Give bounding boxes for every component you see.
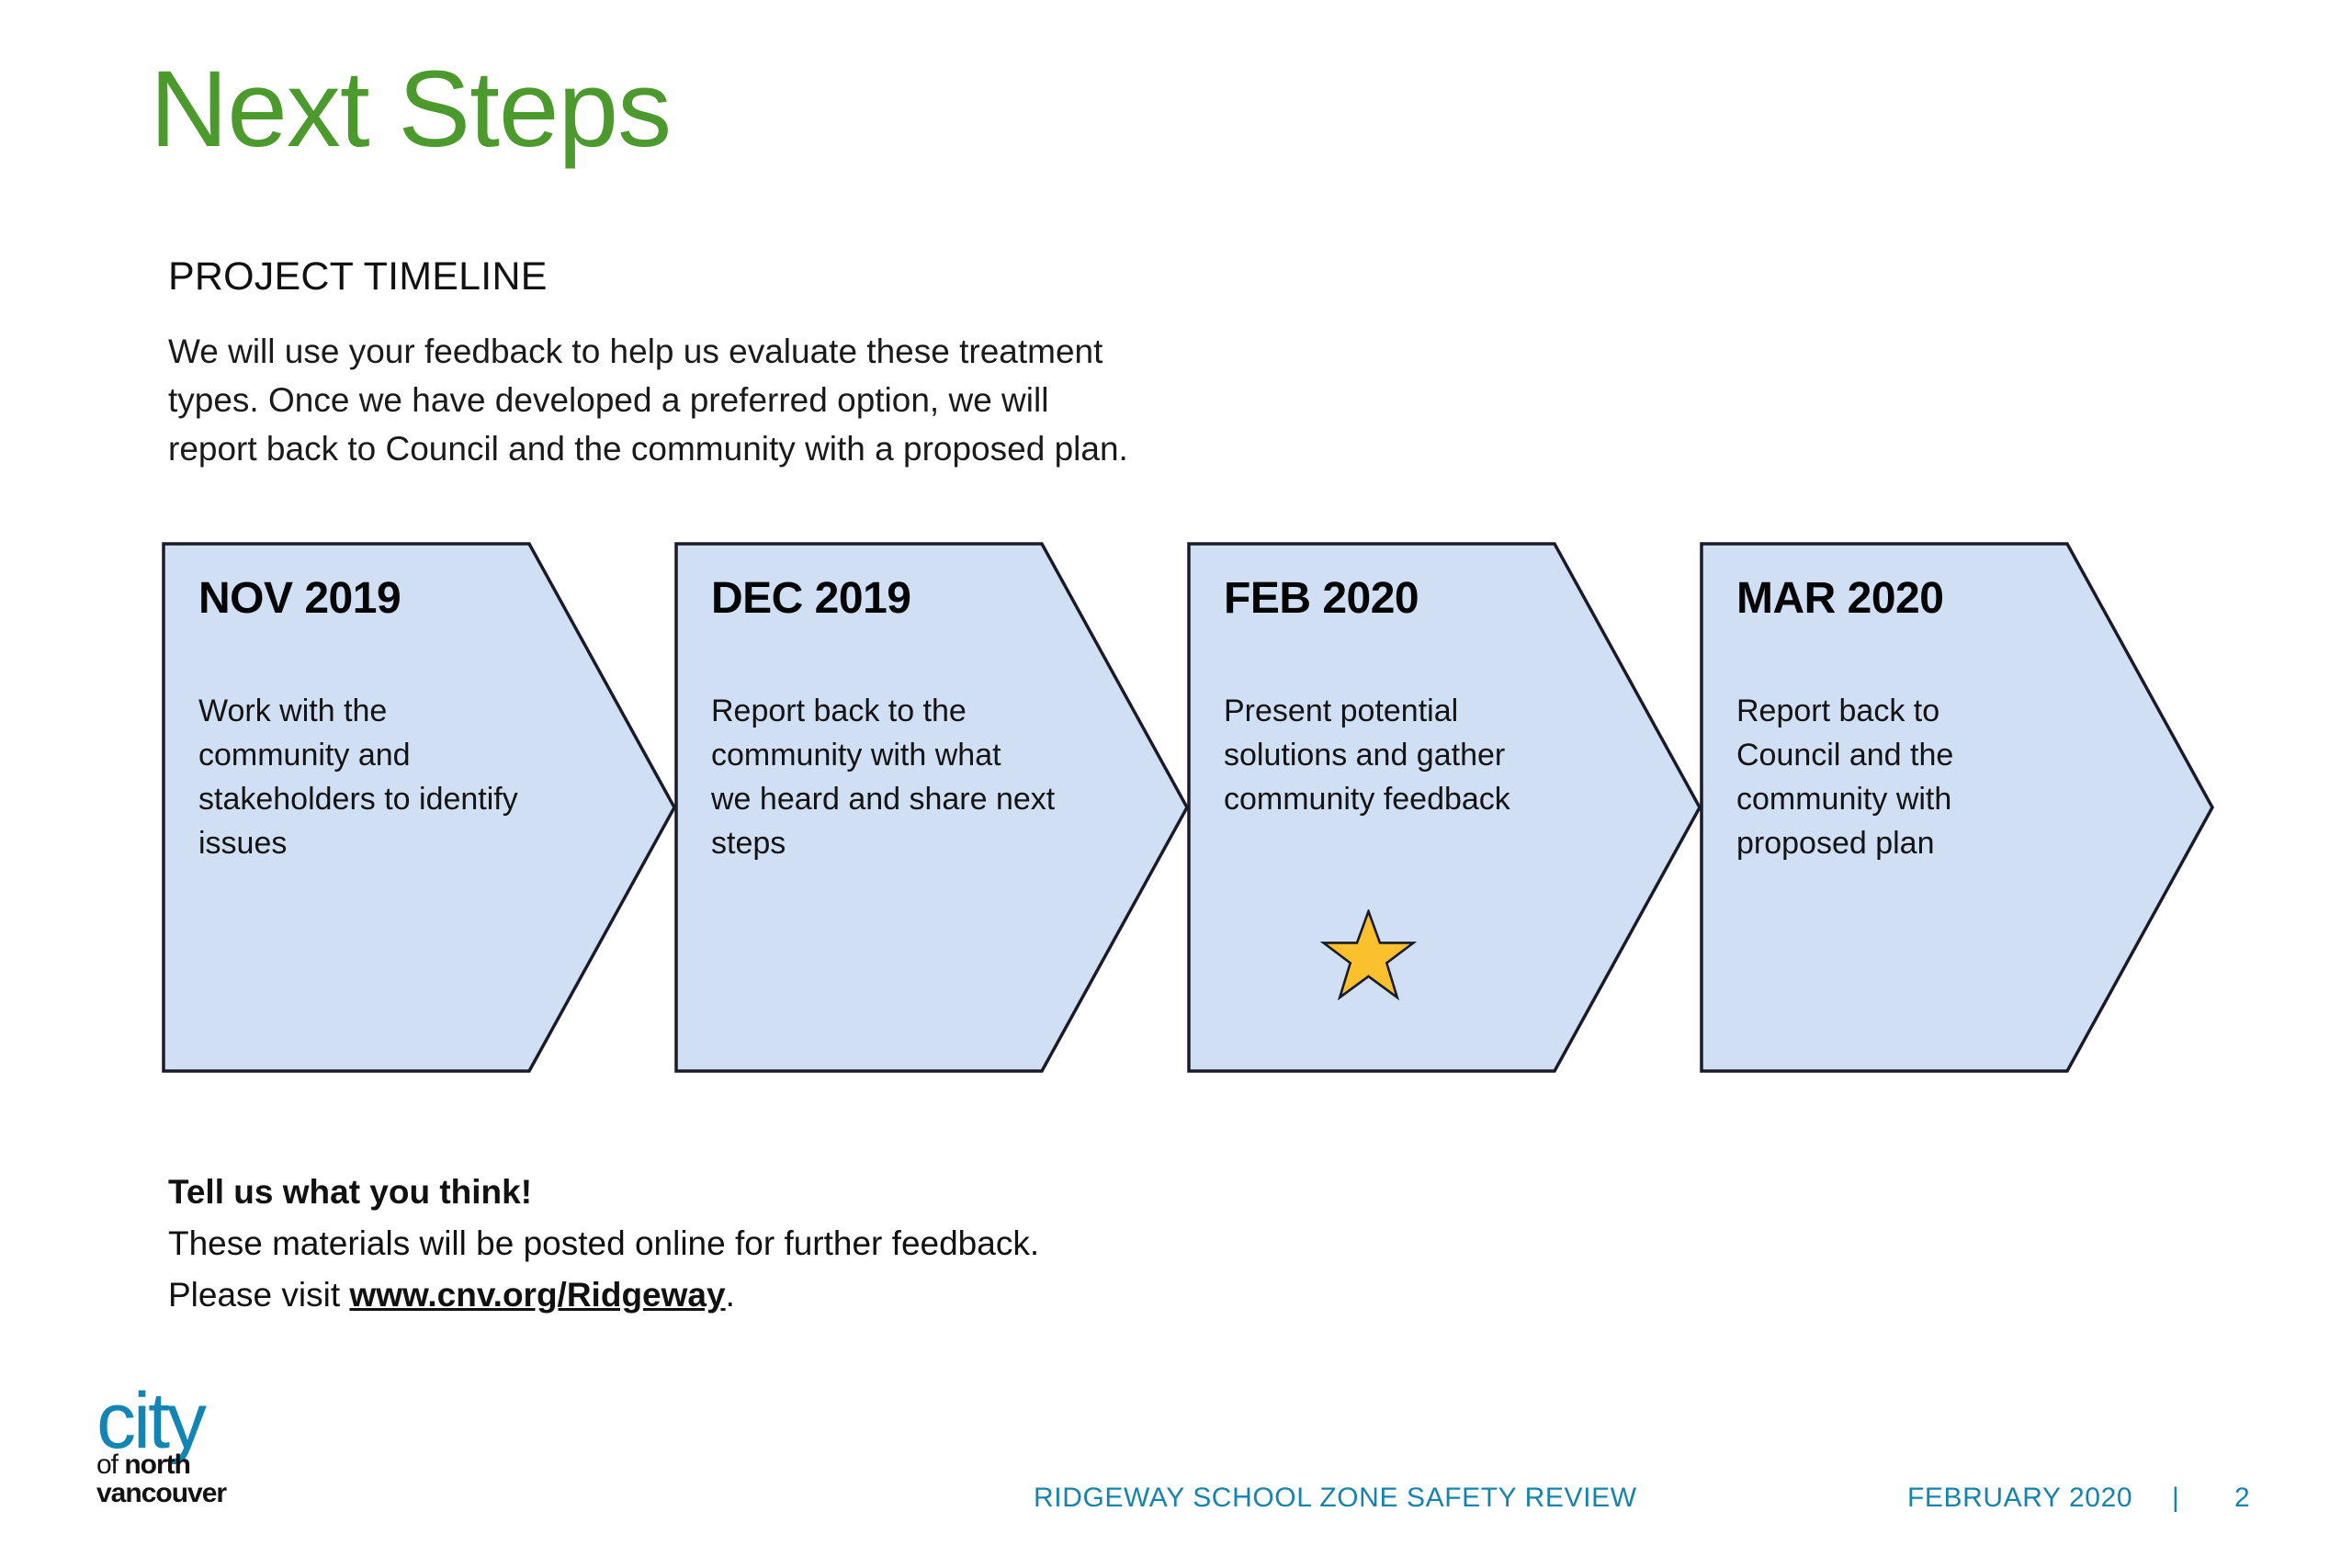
desc-line: community with bbox=[1736, 782, 1952, 817]
footer-page-number: 2 bbox=[2234, 1483, 2251, 1513]
cta-line-3-suffix: . bbox=[725, 1276, 735, 1314]
chevron-shape bbox=[1187, 542, 1702, 1073]
city-of-north-vancouver-logo: city of north vancouver bbox=[87, 1382, 276, 1513]
timeline-step-date: FEB 2020 bbox=[1224, 574, 1419, 623]
chevron-shape bbox=[162, 542, 676, 1073]
ridgeway-website-link[interactable]: www.cnv.org/Ridgeway bbox=[349, 1276, 726, 1314]
intro-line-3: report back to Council and the community… bbox=[168, 430, 1128, 468]
desc-line: Report back to the bbox=[711, 694, 967, 728]
logo-vancouver-text: vancouver bbox=[96, 1478, 227, 1508]
desc-line: stakeholders to identify bbox=[198, 782, 518, 817]
timeline-step-date: DEC 2019 bbox=[711, 574, 911, 623]
timeline-step-description: Work with the community and stakeholders… bbox=[198, 689, 676, 865]
page-title: Next Steps bbox=[150, 49, 672, 170]
desc-line: Work with the bbox=[198, 694, 388, 728]
timeline-step-mar-2020: MAR 2020 Report back to Council and the … bbox=[1700, 542, 2214, 1073]
slide-footer: RIDGEWAY SCHOOL ZONE SAFETY REVIEW FEBRU… bbox=[0, 1483, 2352, 1525]
desc-line: Report back to bbox=[1736, 694, 1940, 728]
logo-of-text: of bbox=[96, 1450, 125, 1480]
timeline-step-date: NOV 2019 bbox=[198, 574, 401, 623]
logo-north-text: north bbox=[124, 1450, 191, 1480]
project-timeline: NOV 2019 Work with the community and sta… bbox=[162, 542, 2330, 1073]
desc-line: we heard and share next bbox=[711, 782, 1056, 817]
desc-line: Council and the bbox=[1736, 738, 1954, 773]
call-to-action: Tell us what you think! These materials … bbox=[168, 1167, 1039, 1321]
timeline-step-body: FEB 2020 Present potential solutions and… bbox=[1187, 542, 1702, 1073]
section-heading: PROJECT TIMELINE bbox=[168, 254, 548, 299]
timeline-step-description: Present potential solutions and gather c… bbox=[1224, 689, 1702, 821]
timeline-step-feb-2020: FEB 2020 Present potential solutions and… bbox=[1187, 542, 1702, 1073]
current-stage-marker bbox=[1320, 909, 1417, 1001]
intro-paragraph: We will use your feedback to help us eva… bbox=[168, 327, 1317, 473]
desc-line: community and bbox=[198, 738, 411, 773]
chevron-shape bbox=[1700, 542, 2214, 1073]
chevron-shape bbox=[674, 542, 1189, 1073]
timeline-step-body: MAR 2020 Report back to Council and the … bbox=[1700, 542, 2214, 1073]
desc-line: community with what bbox=[711, 738, 1001, 773]
logo-city-text: city bbox=[96, 1377, 207, 1465]
footer-separator: | bbox=[2172, 1483, 2180, 1513]
desc-line: steps bbox=[711, 826, 786, 861]
intro-line-2: types. Once we have developed a preferre… bbox=[168, 381, 1049, 419]
timeline-step-dec-2019: DEC 2019 Report back to the community wi… bbox=[674, 542, 1189, 1073]
cta-line-3: Please visit www.cnv.org/Ridgeway. bbox=[168, 1269, 1039, 1321]
timeline-step-body: NOV 2019 Work with the community and sta… bbox=[162, 542, 676, 1073]
footer-project-title: RIDGEWAY SCHOOL ZONE SAFETY REVIEW bbox=[1034, 1483, 1637, 1513]
cta-headline: Tell us what you think! bbox=[168, 1173, 533, 1211]
timeline-step-nov-2019: NOV 2019 Work with the community and sta… bbox=[162, 542, 676, 1073]
desc-line: proposed plan bbox=[1736, 826, 1935, 861]
cta-line-3-prefix: Please visit bbox=[168, 1276, 350, 1314]
timeline-step-body: DEC 2019 Report back to the community wi… bbox=[674, 542, 1189, 1073]
desc-line: issues bbox=[198, 826, 288, 861]
intro-line-1: We will use your feedback to help us eva… bbox=[168, 333, 1103, 370]
timeline-step-description: Report back to the community with what w… bbox=[711, 689, 1189, 865]
star-icon bbox=[1320, 909, 1417, 1001]
cta-line-2: These materials will be posted online fo… bbox=[168, 1224, 1040, 1262]
desc-line: community feedback bbox=[1224, 782, 1510, 817]
timeline-step-description: Report back to Council and the community… bbox=[1736, 689, 2214, 865]
timeline-step-date: MAR 2020 bbox=[1736, 574, 1944, 623]
footer-date: FEBRUARY 2020 bbox=[1907, 1483, 2133, 1513]
desc-line: Present potential bbox=[1224, 694, 1459, 728]
desc-line: solutions and gather bbox=[1224, 738, 1506, 773]
logo-of-north-text: of north bbox=[96, 1450, 191, 1480]
